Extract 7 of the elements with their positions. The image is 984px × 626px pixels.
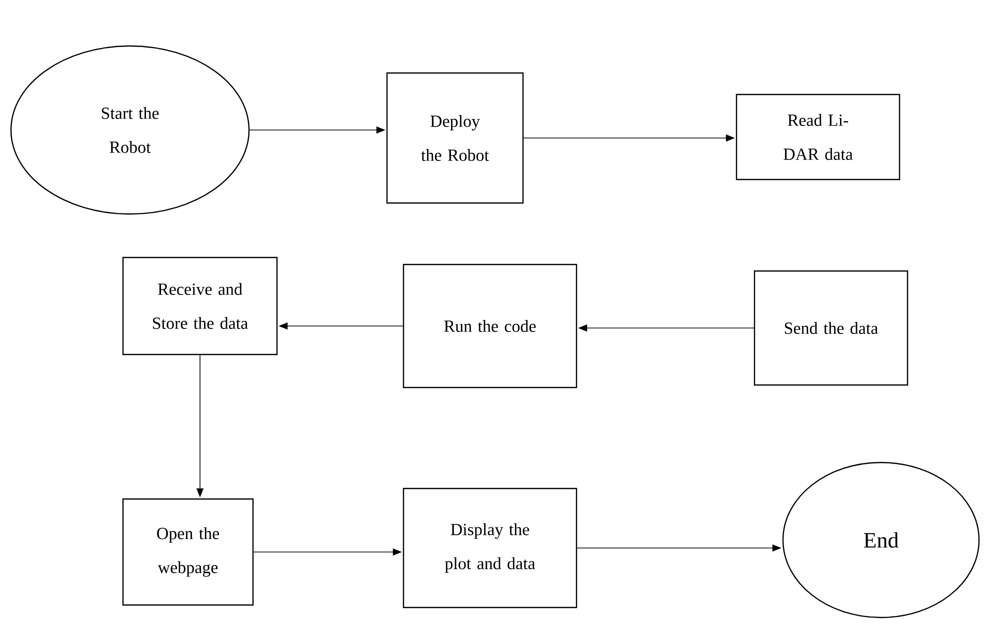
process-box: Read Li-DAR data <box>736 94 900 180</box>
process-box: Receive and Store the data <box>122 256 278 356</box>
process-box: Send the data <box>754 270 908 386</box>
process-box: Open the webpage <box>122 498 254 606</box>
process-box: Display the plot and data <box>402 488 578 608</box>
process-box: Deploy the Robot <box>386 72 524 204</box>
process-box: Run the code <box>402 264 578 388</box>
